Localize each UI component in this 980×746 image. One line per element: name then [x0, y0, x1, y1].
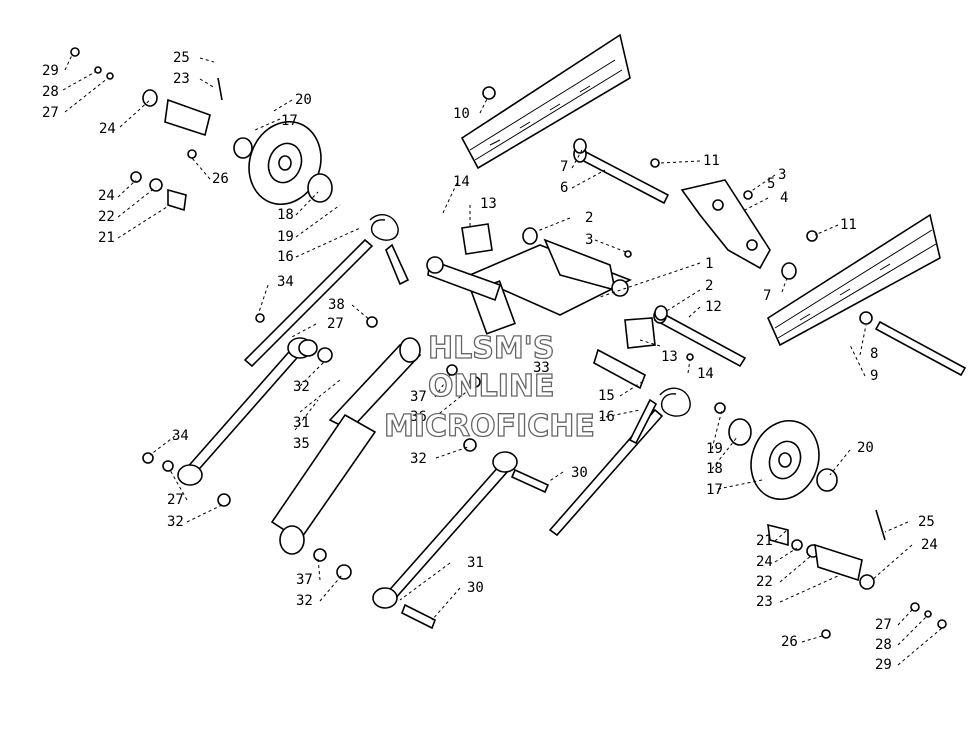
callout: 12: [705, 299, 722, 315]
callout: 24: [756, 554, 773, 570]
callout: 27: [167, 492, 184, 508]
callout: 33: [533, 360, 550, 376]
callout: 17: [281, 113, 298, 129]
callout: 29: [42, 63, 59, 79]
watermark-line-2: ONLINE: [428, 369, 555, 404]
callout: 11: [840, 217, 857, 233]
link-31-right: [372, 451, 518, 609]
callout: 16: [598, 409, 615, 425]
callout: 29: [875, 657, 892, 673]
callout: 7: [560, 159, 568, 175]
callout: 6: [560, 180, 568, 196]
callout: 15: [598, 388, 615, 404]
callout: 19: [277, 229, 294, 245]
callout: 16: [277, 249, 294, 265]
callout: 21: [98, 230, 115, 246]
watermark-line-3: MICROFICHE: [384, 409, 595, 444]
callout: 23: [173, 71, 190, 87]
callout: 11: [703, 153, 720, 169]
callout: 31: [467, 555, 484, 571]
callout: 37: [410, 389, 427, 405]
callout: 22: [98, 209, 115, 225]
idler-wheel-right: [728, 418, 838, 501]
bracket: [680, 179, 771, 270]
callout-labels: 29 28 27 25 23 24 20 17 26 24 22 21 18 1…: [42, 50, 938, 673]
hardware: [70, 47, 947, 639]
callout: 24: [98, 188, 115, 204]
watermark-line-1: HLSM'S: [428, 331, 554, 366]
callout: 4: [780, 190, 788, 206]
callout: 14: [453, 174, 470, 190]
callout: 5: [767, 176, 775, 192]
callout: 3: [778, 167, 786, 183]
callout: 30: [571, 465, 588, 481]
callout: 26: [212, 171, 229, 187]
callout: 32: [410, 451, 427, 467]
rail-lower: [766, 213, 941, 347]
callout: 2: [585, 210, 593, 226]
callout: 25: [173, 50, 190, 66]
callout: 14: [697, 366, 714, 382]
callout: 2: [705, 278, 713, 294]
callout: 23: [756, 594, 773, 610]
callout: 34: [172, 428, 189, 444]
leader-lines: [62, 54, 943, 666]
callout: 28: [42, 84, 59, 100]
callout: 32: [293, 379, 310, 395]
callout: 32: [167, 514, 184, 530]
callout: 27: [42, 105, 59, 121]
callout: 13: [480, 196, 497, 212]
long-bolt-8: [859, 311, 967, 377]
callout: 19: [706, 441, 723, 457]
callout: 20: [295, 92, 312, 108]
callout: 26: [781, 634, 798, 650]
callout: 3: [585, 232, 593, 248]
callout: 21: [756, 533, 773, 549]
callout: 25: [918, 514, 935, 530]
callout: 31: [293, 415, 310, 431]
callout: 24: [99, 121, 116, 137]
front-arm-assembly: [426, 238, 632, 335]
watermark: HLSM'S ONLINE MICROFICHE: [383, 330, 595, 444]
callout: 38: [328, 297, 345, 313]
shock-absorber-35: [270, 337, 422, 555]
callout: 36: [410, 409, 427, 425]
callout: 28: [875, 637, 892, 653]
spacers: [461, 223, 656, 390]
callout: 18: [706, 461, 723, 477]
callout: 34: [277, 274, 294, 290]
cross-shaft-6: [573, 145, 670, 205]
callout: 17: [706, 482, 723, 498]
callout: 8: [870, 346, 878, 362]
callout: 27: [875, 617, 892, 633]
spring-right: [548, 387, 691, 537]
callout: 13: [661, 349, 678, 365]
callout: 18: [277, 207, 294, 223]
callout: 24: [921, 537, 938, 553]
callout: 30: [467, 580, 484, 596]
idler-wheel-left: [233, 120, 333, 206]
callout: 20: [857, 440, 874, 456]
callout: 9: [870, 368, 878, 384]
callout: 1: [705, 256, 713, 272]
callout: 37: [296, 572, 313, 588]
callout: 22: [756, 574, 773, 590]
callout: 32: [296, 593, 313, 609]
rail-upper: [460, 33, 631, 170]
callout: 10: [453, 106, 470, 122]
callout: 35: [293, 436, 310, 452]
callout: 27: [327, 316, 344, 332]
spring-left: [243, 214, 410, 368]
callout: 7: [763, 288, 771, 304]
